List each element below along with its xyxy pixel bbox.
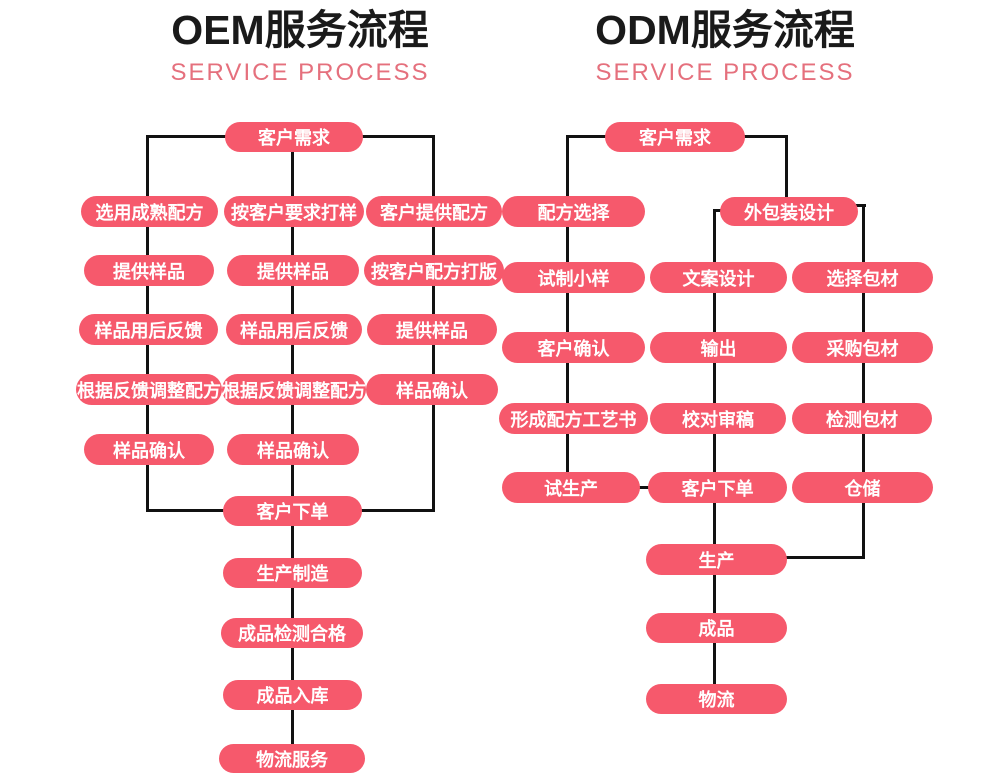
oem-node-sample-confirm-mid: 样品确认 — [227, 434, 359, 465]
oem-connector-5 — [360, 509, 435, 512]
oem-node-adjust-formula-left: 根据反馈调整配方 — [76, 374, 222, 405]
odm-connector-4 — [713, 209, 716, 699]
oem-node-feedback-after-use-mid: 样品用后反馈 — [226, 314, 362, 345]
oem-node-customer-order: 客户下单 — [223, 496, 362, 526]
oem-node-production-manufacturing: 生产制造 — [223, 558, 362, 588]
oem-node-sample-confirm-left: 样品确认 — [84, 434, 214, 465]
odm-node-inspect-packaging: 检测包材 — [792, 403, 932, 434]
oem-title: OEM服务流程 — [171, 7, 429, 53]
odm-node-select-packaging-material: 选择包材 — [792, 262, 933, 293]
oem-node-sample-confirm-right: 样品确认 — [366, 374, 498, 405]
odm-connector-5 — [856, 204, 866, 207]
oem-title-block: OEM服务流程 SERVICE PROCESS — [95, 7, 505, 87]
oem-node-logistics-service: 物流服务 — [219, 744, 365, 773]
oem-node-provide-sample-right: 提供样品 — [367, 314, 497, 345]
odm-node-copywriting-design: 文案设计 — [650, 262, 787, 293]
odm-subtitle: SERVICE PROCESS — [595, 59, 855, 87]
odm-node-formula-process-document: 形成配方工艺书 — [499, 403, 648, 434]
oem-subtitle: SERVICE PROCESS — [170, 59, 430, 87]
odm-node-production: 生产 — [646, 544, 787, 575]
oem-node-feedback-after-use-left: 样品用后反馈 — [79, 314, 218, 345]
odm-connector-1 — [566, 135, 569, 488]
oem-node-sample-per-customer-request: 按客户要求打样 — [224, 196, 364, 227]
oem-connector-4 — [146, 509, 226, 512]
oem-node-finished-product-warehousing: 成品入库 — [223, 680, 362, 710]
oem-node-provide-sample-left: 提供样品 — [84, 255, 214, 286]
odm-node-warehousing: 仓储 — [792, 472, 933, 503]
oem-node-customer-provides-formula: 客户提供配方 — [366, 196, 502, 227]
odm-node-trial-production: 试生产 — [502, 472, 640, 503]
oem-node-sample-per-customer-formula: 按客户配方打版 — [364, 255, 504, 286]
oem-node-provide-sample-mid: 提供样品 — [227, 255, 359, 286]
odm-node-customer-confirmation: 客户确认 — [502, 332, 645, 363]
oem-node-select-mature-formula: 选用成熟配方 — [81, 196, 218, 227]
odm-node-finished-product: 成品 — [646, 613, 787, 643]
odm-node-logistics: 物流 — [646, 684, 787, 714]
oem-node-customer-needs: 客户需求 — [225, 122, 363, 152]
odm-node-outer-packaging-design: 外包装设计 — [720, 197, 858, 226]
odm-node-customer-needs: 客户需求 — [605, 122, 745, 152]
odm-node-purchase-packaging: 采购包材 — [792, 332, 933, 363]
odm-node-customer-order: 客户下单 — [648, 472, 787, 503]
odm-connector-2 — [785, 135, 788, 199]
odm-node-proofreading-review: 校对审稿 — [650, 403, 786, 434]
odm-connector-7 — [786, 556, 865, 559]
odm-title-block: ODM服务流程 SERVICE PROCESS — [520, 7, 930, 87]
odm-node-formula-selection: 配方选择 — [502, 196, 645, 227]
oem-node-adjust-formula-mid: 根据反馈调整配方 — [222, 374, 366, 405]
odm-node-output: 输出 — [650, 332, 787, 363]
odm-title: ODM服务流程 — [595, 7, 855, 53]
odm-connector-6 — [862, 204, 865, 559]
odm-connector-8 — [638, 486, 650, 489]
odm-connector-3 — [713, 209, 724, 212]
oem-node-finished-product-inspection: 成品检测合格 — [221, 618, 363, 648]
odm-node-trial-small-sample: 试制小样 — [502, 262, 645, 293]
